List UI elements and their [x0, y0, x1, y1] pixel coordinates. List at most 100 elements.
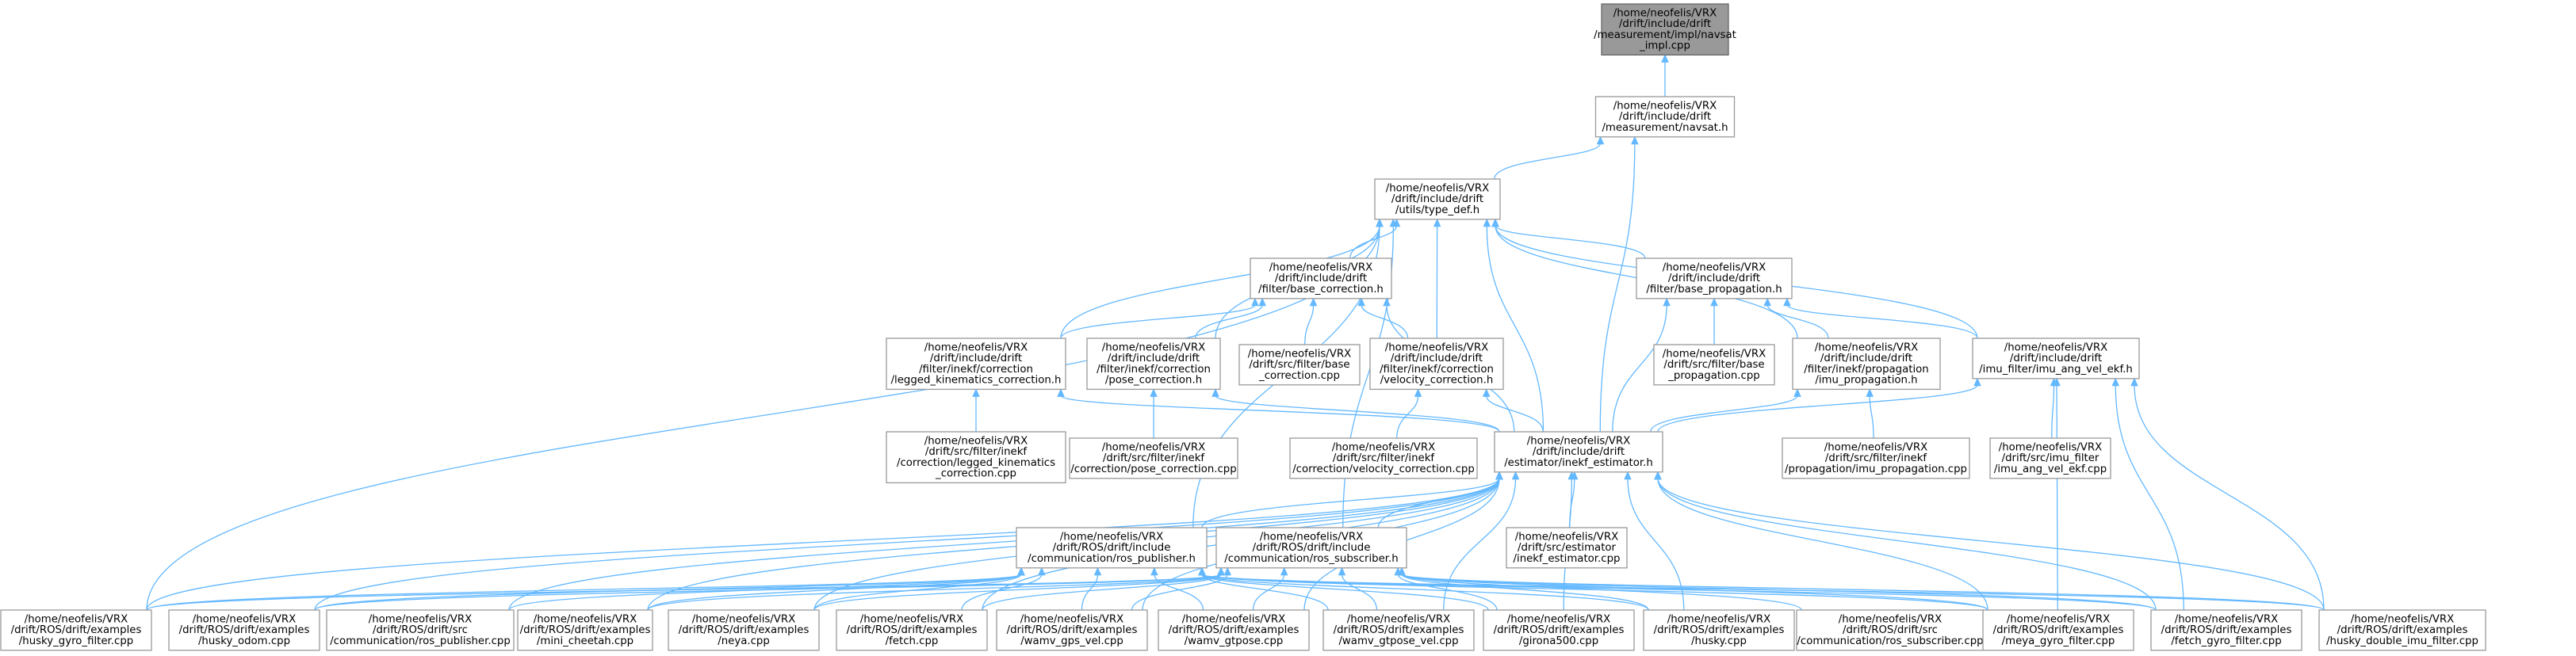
graph-node-husky-double[interactable]: /home/neofelis/VRX/drift/ROS/drift/examp…: [2318, 609, 2486, 651]
graph-node-imu-ekf-h[interactable]: /home/neofelis/VRX/drift/include/drift/i…: [1972, 338, 2140, 379]
node-label-line: /wamv_gtpose_vel.cpp: [1338, 635, 1458, 647]
edges-layer: [146, 54, 2325, 611]
graph-node-husky-gyro[interactable]: /home/neofelis/VRX/drift/ROS/drift/examp…: [0, 609, 152, 651]
node-label-line: /drift/ROS/drift/examples: [1993, 624, 2124, 636]
node-label-line: /husky.cpp: [1691, 635, 1747, 647]
node-label-line: _correction.cpp: [1258, 370, 1340, 382]
node-label-line: /home/neofelis/VRX: [2007, 614, 2111, 626]
node-label-line: /home/neofelis/VRX: [1815, 342, 1919, 354]
graph-node-husky[interactable]: /home/neofelis/VRX/drift/ROS/drift/examp…: [1643, 609, 1795, 651]
graph-node-neya[interactable]: /home/neofelis/VRX/drift/ROS/drift/examp…: [668, 609, 820, 651]
node-label-line: /drift/ROS/drift/src: [373, 624, 468, 636]
node-label-line: /drift/include/drift: [1533, 446, 1625, 458]
edge-arrowhead: [1866, 388, 1874, 397]
graph-node-inekf-cpp[interactable]: /home/neofelis/VRX/drift/src/estimator/i…: [1506, 527, 1628, 569]
graph-node-inekf-h[interactable]: /home/neofelis/VRX/drift/include/drift/e…: [1494, 431, 1663, 473]
graph-node-base-correction-h[interactable]: /home/neofelis/VRX/drift/include/drift/f…: [1250, 257, 1392, 299]
graph-node-velocity-h[interactable]: /home/neofelis/VRX/drift/include/drift/f…: [1369, 338, 1504, 391]
node-label-line: /drift/ROS/drift/examples: [179, 624, 310, 636]
node-label-line: /drift/src/filter/inekf: [925, 446, 1028, 458]
graph-node-ros-pub-h[interactable]: /home/neofelis/VRX/drift/ROS/drift/inclu…: [1016, 527, 1208, 569]
edge-imu-prop-cpp-to-imu-prop-h: [1866, 388, 1874, 439]
node-label-line: /drift/include/drift: [1275, 273, 1367, 284]
graph-node-imu-prop-h[interactable]: /home/neofelis/VRX/drift/include/drift/f…: [1792, 338, 1941, 391]
node-label-line: /drift/include/drift: [1108, 353, 1200, 364]
node-label-line: /home/neofelis/VRX: [1347, 614, 1451, 626]
node-label-line: /home/neofelis/VRX: [1248, 349, 1352, 360]
node-box: [1374, 178, 1501, 220]
edge-arrowhead: [1280, 566, 1288, 576]
graph-node-imu-ekf-cpp[interactable]: /home/neofelis/VRX/drift/src/imu_filter/…: [1989, 437, 2111, 479]
edge-arrowhead: [972, 388, 980, 397]
graph-node-ros-sub-h[interactable]: /home/neofelis/VRX/drift/ROS/drift/inclu…: [1215, 527, 1407, 569]
graph-node-pose-h[interactable]: /home/neofelis/VRX/drift/include/drift/f…: [1086, 338, 1221, 391]
graph-node-meya-gyro[interactable]: /home/neofelis/VRX/drift/ROS/drift/examp…: [1982, 609, 2134, 651]
edge-arrowhead: [1217, 566, 1225, 576]
node-label-line: /home/neofelis/VRX: [193, 614, 297, 626]
node-label-line: /drift/src/estimator: [1518, 542, 1617, 554]
graph-node-wamv-gtpose-vel[interactable]: /home/neofelis/VRX/drift/ROS/drift/examp…: [1322, 609, 1475, 651]
node-box: [1086, 338, 1221, 391]
edge-arrowhead: [2111, 377, 2120, 387]
graph-node-navsat-impl[interactable]: /home/neofelis/VRX/drift/include/drift/m…: [1594, 3, 1736, 56]
node-label-line: /filter/inekf/correction: [919, 364, 1033, 376]
edge-arrowhead: [1661, 54, 1669, 63]
graph-node-fetch[interactable]: /home/neofelis/VRX/drift/ROS/drift/examp…: [836, 609, 988, 651]
node-box: [2318, 609, 2486, 651]
node-label-line: /home/neofelis/VRX: [534, 614, 637, 626]
node-label-line: /drift/include/drift: [1391, 353, 1483, 364]
graph-node-legged-h[interactable]: /home/neofelis/VRX/drift/include/drift/f…: [886, 338, 1066, 391]
graph-node-type-def[interactable]: /home/neofelis/VRX/drift/include/drift/u…: [1374, 178, 1501, 220]
edge-meya-gyro-to-imu-ekf-h: [2053, 377, 2061, 611]
edge-arrowhead: [1383, 297, 1391, 307]
node-label-line: /home/neofelis/VRX: [1824, 442, 1928, 454]
edge-fetch-gyro-to-imu-ekf-h: [2111, 377, 2184, 611]
edge-inekf-h-to-legged-h: [1057, 388, 1500, 433]
graph-node-velocity-cpp[interactable]: /home/neofelis/VRX/drift/src/filter/inek…: [1289, 437, 1478, 479]
graph-node-ros-pub-cpp[interactable]: /home/neofelis/VRX/drift/ROS/drift/src/c…: [326, 609, 515, 651]
graph-node-husky-odom[interactable]: /home/neofelis/VRX/drift/ROS/drift/examp…: [168, 609, 320, 651]
node-label-line: /wamv_gtpose.cpp: [1185, 635, 1284, 647]
graph-node-mini-cheetah[interactable]: /home/neofelis/VRX/drift/ROS/drift/examp…: [517, 609, 653, 651]
edge-arrowhead: [1596, 135, 1605, 145]
node-label-line: /husky_odom.cpp: [198, 635, 290, 647]
graph-node-pose-cpp[interactable]: /home/neofelis/VRX/drift/src/filter/inek…: [1069, 437, 1238, 479]
node-label-line: /home/neofelis/VRX: [692, 614, 796, 626]
edge-arrowhead: [1511, 471, 1520, 480]
graph-node-girona[interactable]: /home/neofelis/VRX/drift/ROS/drift/examp…: [1483, 609, 1635, 651]
edge-base-prop-cpp-to-base-propagation-h: [1710, 297, 1718, 345]
edge-husky-double-to-ros-sub-h: [1398, 566, 2325, 611]
edge-inekf-h-to-imu-prop-h: [1650, 388, 1801, 433]
graph-node-fetch-gyro[interactable]: /home/neofelis/VRX/drift/ROS/drift/examp…: [2150, 609, 2302, 651]
graph-node-base-corr-cpp[interactable]: /home/neofelis/VRX/drift/src/filter/base…: [1238, 344, 1361, 386]
node-label-line: /correction/legged_kinematics: [897, 457, 1055, 469]
node-label-line: _propagation.cpp: [1667, 370, 1759, 382]
edge-inekf-h-to-type-def: [1483, 218, 1544, 433]
graph-node-base-prop-cpp[interactable]: /home/neofelis/VRX/drift/src/filter/base…: [1653, 344, 1775, 386]
node-label-line: /home/neofelis/VRX: [1269, 262, 1373, 274]
edge-arrowhead: [1567, 471, 1576, 480]
graph-node-navsat-h[interactable]: /home/neofelis/VRX/drift/include/drift/m…: [1594, 96, 1736, 138]
edge-line: [314, 574, 1222, 611]
edge-arrowhead: [1631, 135, 1639, 145]
edge-line: [1869, 395, 1874, 439]
node-box: [1982, 609, 2134, 651]
edge-line: [1060, 225, 1380, 339]
graph-node-base-propagation-h[interactable]: /home/neofelis/VRX/drift/include/drift/f…: [1636, 257, 1793, 299]
edge-line: [2115, 384, 2184, 611]
graph-node-imu-prop-cpp[interactable]: /home/neofelis/VRX/drift/src/filter/inek…: [1782, 437, 1970, 479]
node-label-line: /drift/include/drift: [1668, 273, 1760, 284]
node-label-line: /filter/inekf/correction: [1097, 364, 1211, 376]
node-label-line: /drift/ROS/drift/examples: [2161, 624, 2292, 636]
graph-node-legged-cpp[interactable]: /home/neofelis/VRX/drift/src/filter/inek…: [886, 431, 1066, 484]
graph-node-wamv-gps[interactable]: /home/neofelis/VRX/drift/ROS/drift/examp…: [996, 609, 1148, 651]
edge-arrowhead: [1389, 218, 1398, 227]
edge-line: [2134, 384, 2325, 611]
edge-line: [1486, 395, 1544, 433]
edge-arrowhead: [1495, 471, 1503, 480]
graph-node-ros-sub-cpp[interactable]: /home/neofelis/VRX/drift/ROS/drift/src/c…: [1796, 609, 1985, 651]
graph-node-wamv-gtpose[interactable]: /home/neofelis/VRX/drift/ROS/drift/examp…: [1158, 609, 1310, 651]
node-label-line: /communication/ros_subscriber.h: [1224, 553, 1398, 565]
node-label-line: /home/neofelis/VRX: [1102, 442, 1206, 454]
